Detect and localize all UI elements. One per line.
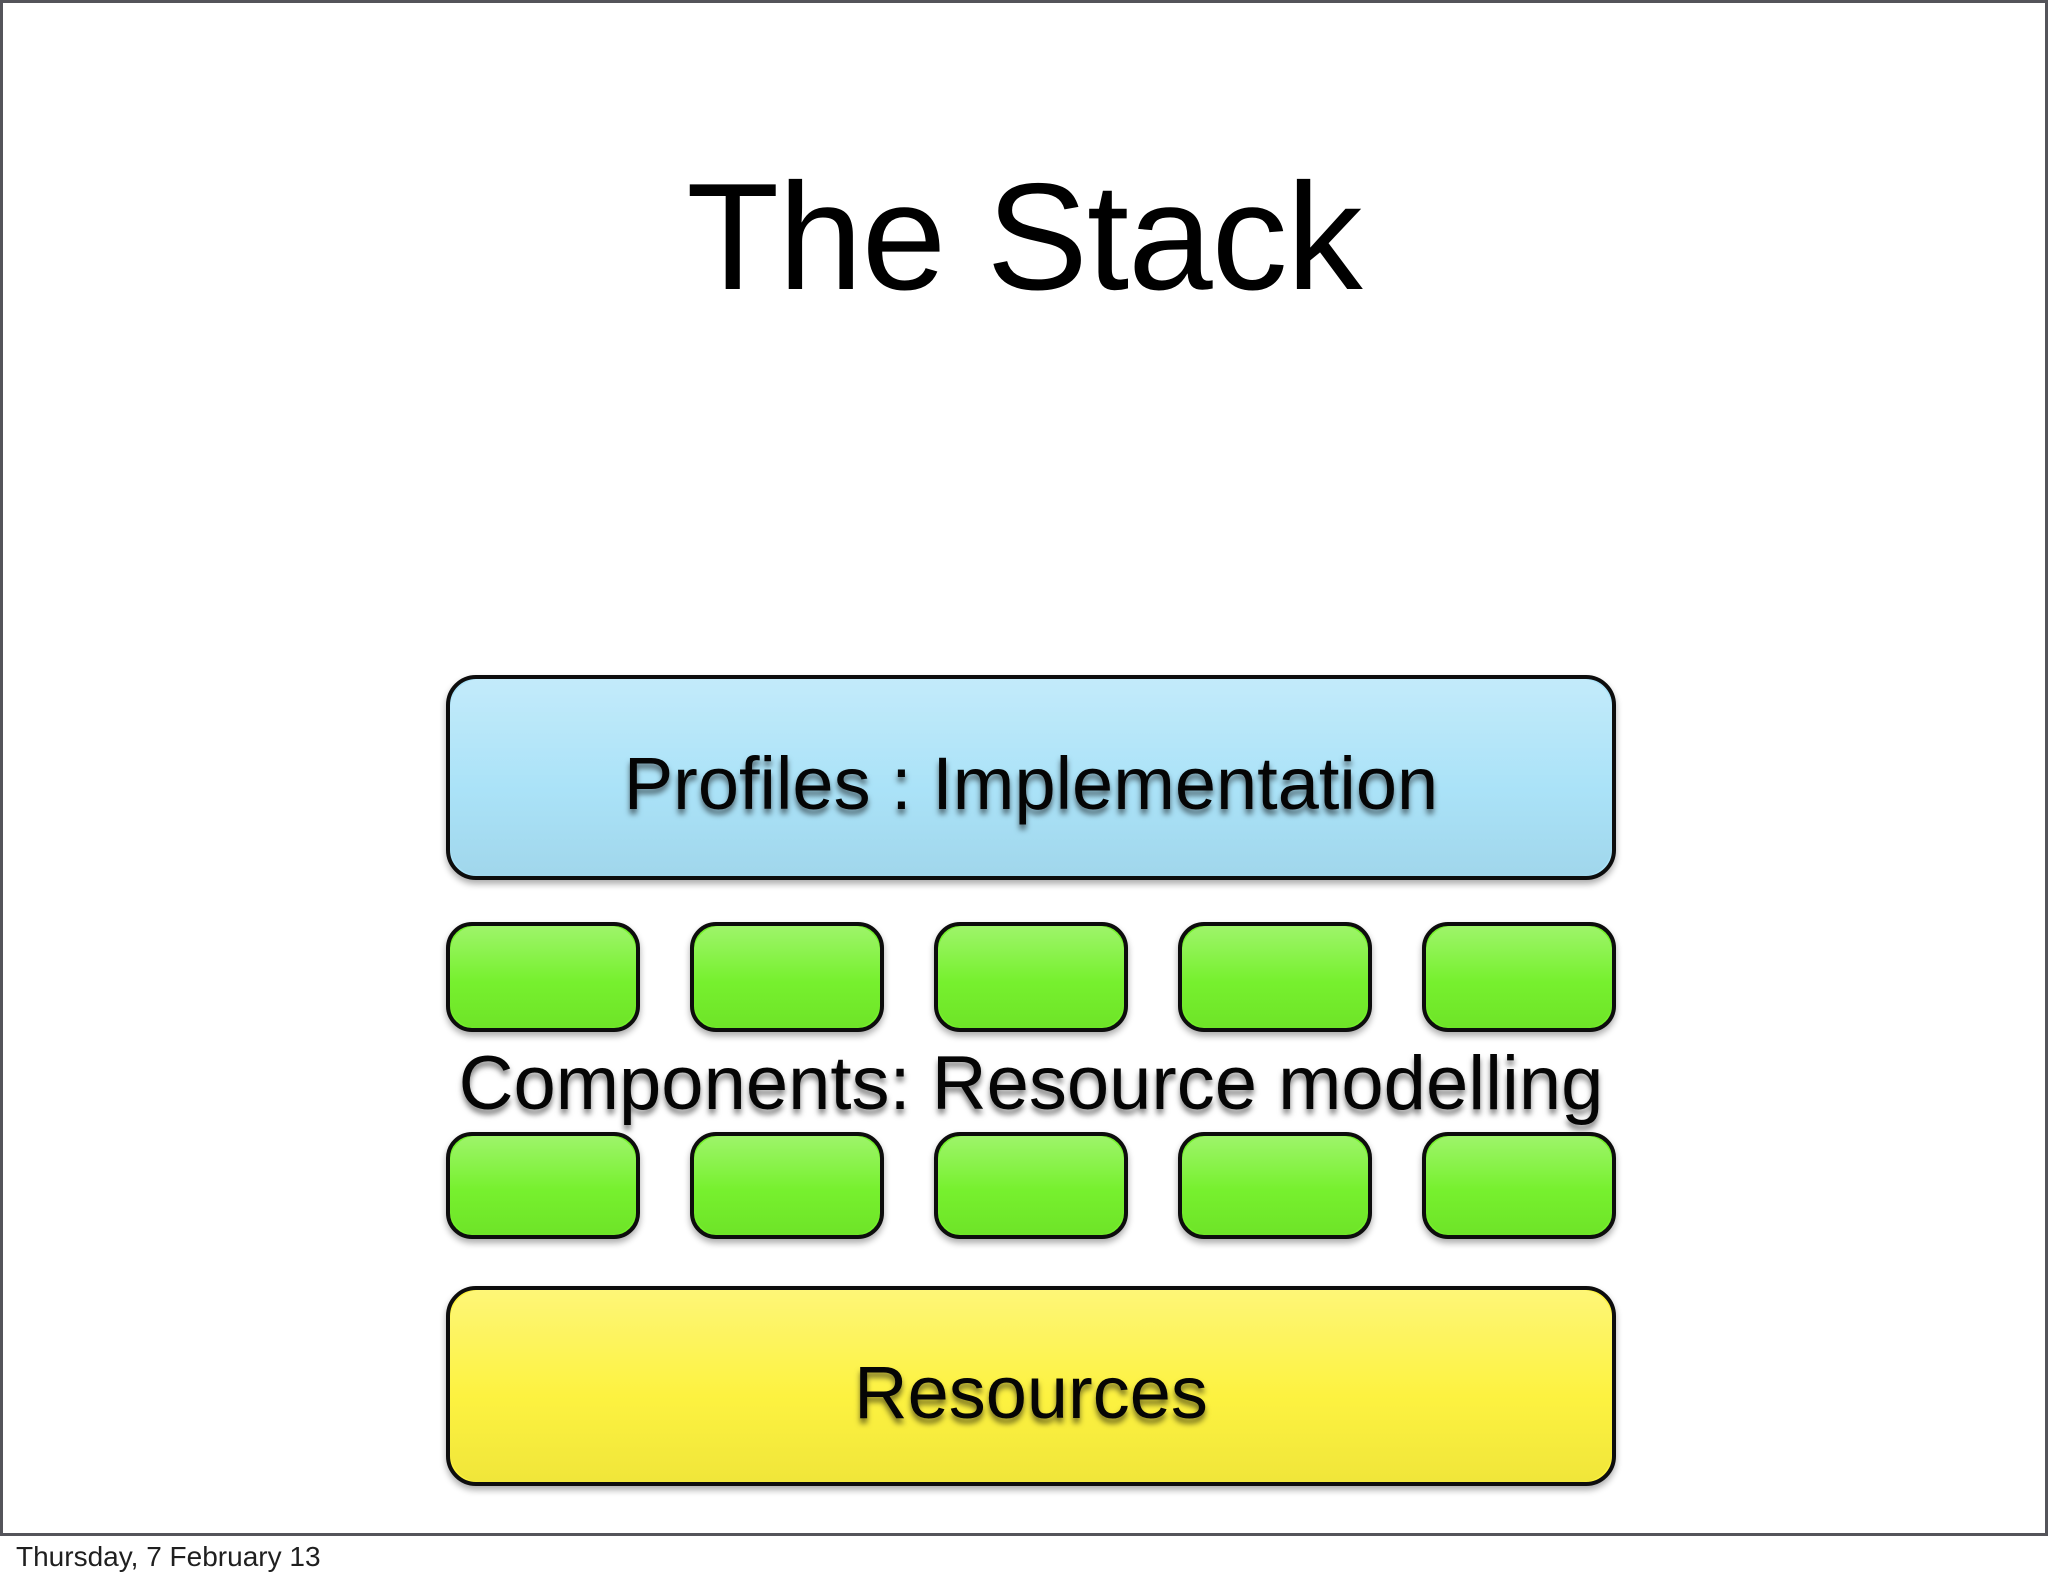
- component-box: [934, 922, 1128, 1032]
- components-label: Components: Resource modelling: [458, 1041, 1604, 1126]
- component-box: [934, 1132, 1128, 1239]
- component-box: [1178, 922, 1372, 1032]
- slide-date: Thursday, 7 February 13: [16, 1541, 321, 1572]
- component-box: [690, 1132, 884, 1239]
- components-row-top: [446, 922, 1616, 1032]
- component-box: [1422, 922, 1616, 1032]
- component-box: [1178, 1132, 1372, 1239]
- slide-title: The Stack: [686, 152, 1362, 322]
- component-box: [446, 922, 640, 1032]
- component-box: [690, 922, 884, 1032]
- slide-canvas: The Stack Profiles : Implementation Comp…: [0, 0, 2048, 1536]
- resources-layer-label: Resources: [854, 1350, 1208, 1434]
- component-box: [1422, 1132, 1616, 1239]
- resources-layer-box: Resources: [446, 1286, 1616, 1486]
- stack-diagram: Profiles : Implementation Components: Re…: [446, 675, 1616, 1486]
- component-box: [446, 1132, 640, 1239]
- components-row-bottom: [446, 1132, 1616, 1239]
- profiles-layer-box: Profiles : Implementation: [446, 675, 1616, 880]
- profiles-layer-label: Profiles : Implementation: [623, 742, 1439, 825]
